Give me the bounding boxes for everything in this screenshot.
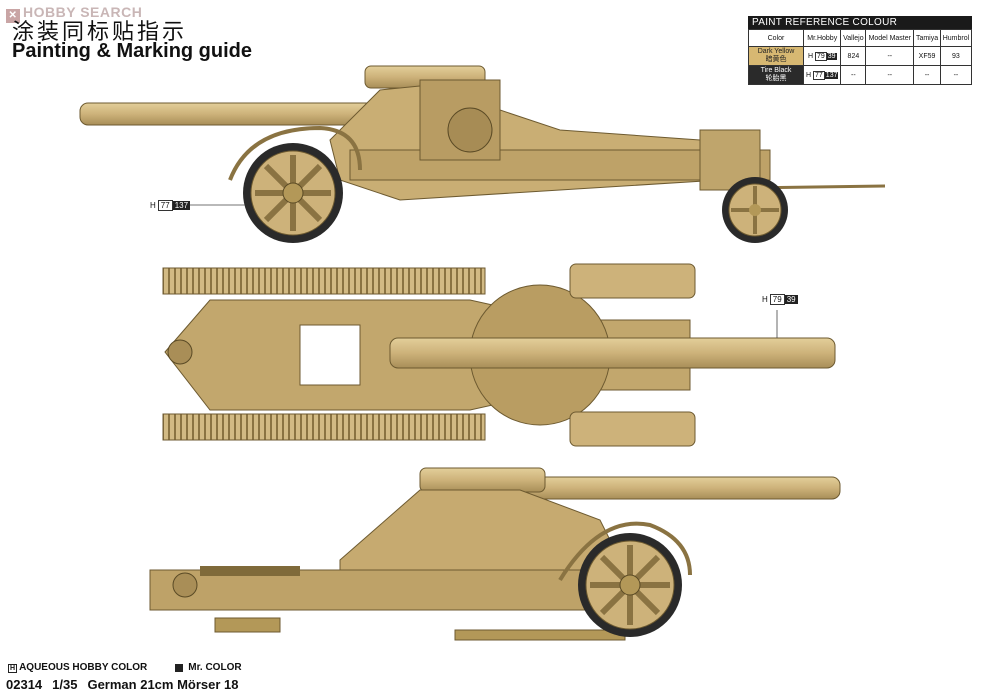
- header-humbrol: Humbrol: [939, 29, 973, 47]
- h-prefix: H: [807, 52, 813, 60]
- small-wheel: [722, 177, 788, 243]
- mr-color-legend-label: Mr. COLOR: [188, 662, 242, 673]
- watermark: ✕HOBBY SEARCH: [6, 4, 142, 23]
- kit-scale: 1/35: [52, 677, 78, 692]
- aqueous-code: 79: [814, 51, 827, 61]
- hobby-search-logo-icon: ✕: [6, 9, 20, 23]
- paint-table-grid: Color Mr.Hobby Vallejo Model Master Tami…: [748, 29, 973, 85]
- mr-color-code: 137: [824, 71, 839, 79]
- color-name: Tire Black: [760, 67, 792, 74]
- color-name-cn: 轮胎黑: [765, 75, 787, 82]
- watermark-text: HOBBY SEARCH: [23, 4, 143, 20]
- vallejo-code: --: [840, 65, 867, 85]
- model-master-code: --: [865, 46, 915, 66]
- side-view-bottom: [149, 467, 841, 641]
- model-master-code: --: [865, 65, 915, 85]
- mr-color-square-icon: [175, 663, 184, 672]
- top-view-middle: [162, 263, 836, 447]
- callout-aqueous-code: 79: [769, 294, 785, 305]
- large-wheel: [243, 143, 343, 243]
- aqueous-code: 77: [813, 70, 825, 80]
- kit-footer: 02314 1/35 German 21cm Mörser 18: [6, 677, 249, 692]
- callout-mr-code: 137: [172, 201, 191, 210]
- mr-color-code: 39: [826, 52, 837, 60]
- aqueous-mark-icon: H: [8, 664, 18, 673]
- large-wheel: [578, 533, 682, 637]
- callout-prefix: H: [150, 201, 156, 210]
- callout-prefix: H: [762, 295, 768, 304]
- page-title: Painting & Marking guide: [12, 40, 253, 62]
- kit-name: German 21cm Mörser 18: [87, 677, 239, 692]
- aqueous-legend-label: AQUEOUS HOBBY COLOR: [19, 662, 148, 673]
- color-name: Dark Yellow: [757, 48, 795, 55]
- callout-aqueous-code: 77: [157, 200, 173, 211]
- paint-table-title: PAINT REFERENCE COLOUR: [748, 16, 972, 29]
- title-chinese: 涂装同标贴指示: [12, 20, 188, 45]
- color-name-cn: 暗黄色: [765, 56, 787, 63]
- kit-code: 02314: [6, 677, 43, 692]
- side-view-top: [79, 65, 886, 243]
- humbrol-code: --: [939, 65, 973, 85]
- h-prefix: H: [805, 71, 812, 79]
- callout-mr-code: 39: [784, 295, 798, 304]
- color-legend: H AQUEOUS HOBBY COLOR Mr. COLOR: [8, 662, 242, 673]
- paint-reference-table: PAINT REFERENCE COLOUR Color Mr.Hobby Va…: [748, 16, 973, 85]
